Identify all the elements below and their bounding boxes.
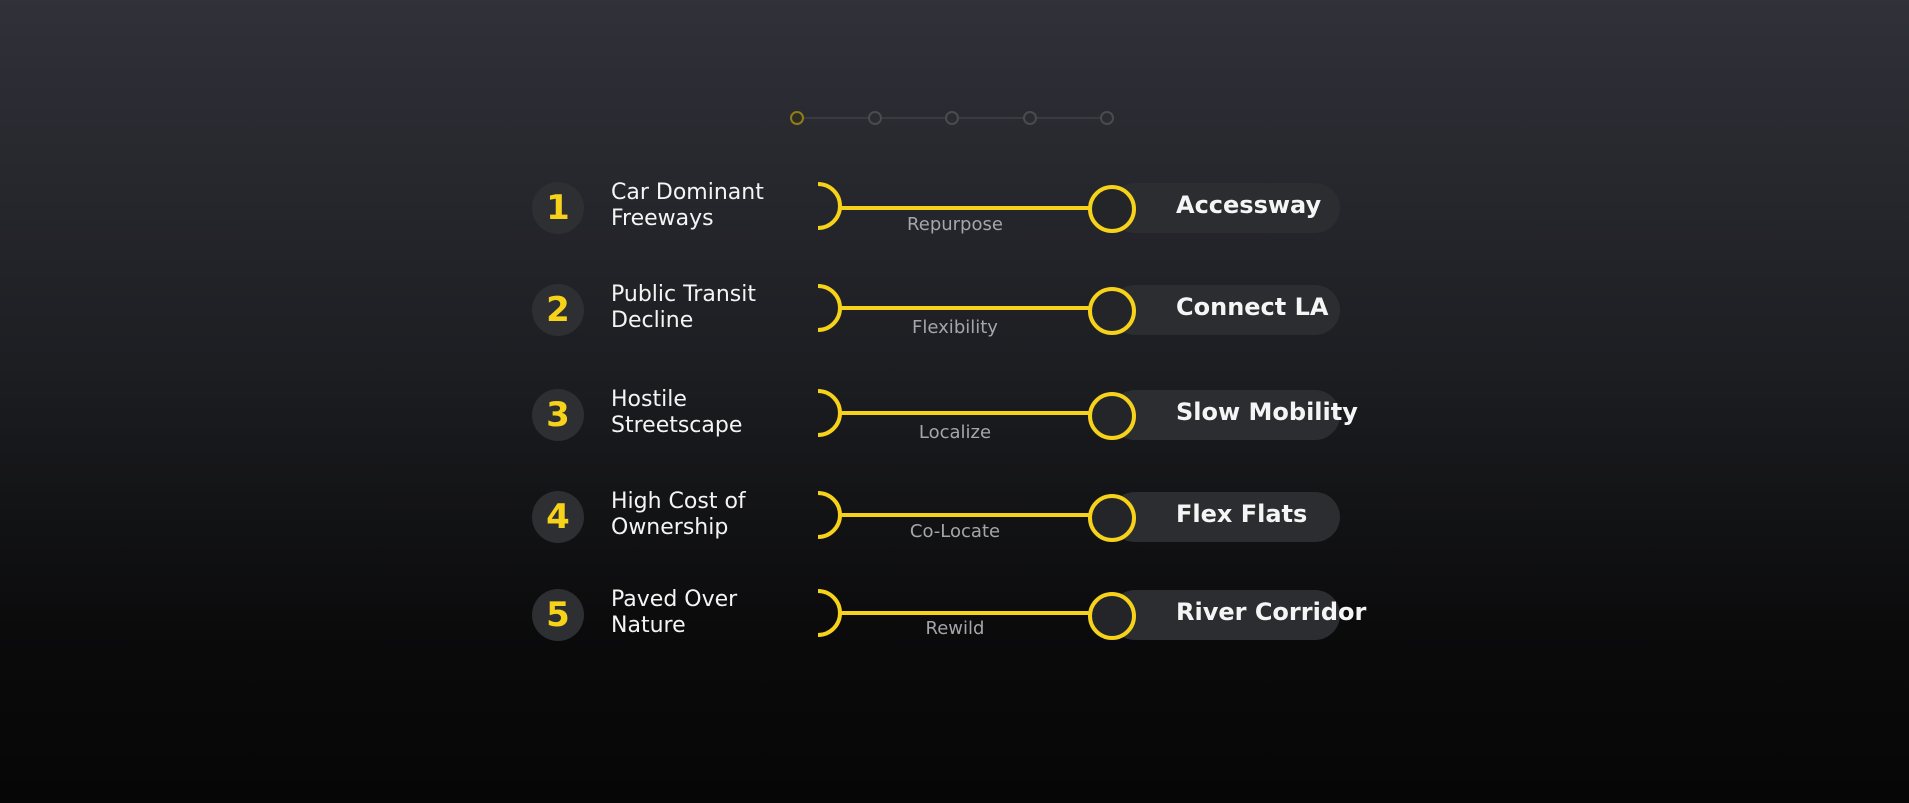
row-number-badge: 5 [532,589,584,641]
solution-pill [1110,492,1340,542]
mapping-row-1: 1 Car Dominant Freeways Repurpose Access… [530,178,1390,238]
problem-line-2: Freeways [611,206,714,231]
connector-line [817,389,1093,437]
problem-label: Hostile Streetscape [611,387,791,439]
solution-pill [1110,590,1340,640]
problem-line-1: Public Transit [611,282,756,307]
problem-line-1: Paved Over [611,587,738,612]
node-ring-icon [1088,185,1136,233]
transform-verb: Rewild [925,618,985,639]
transform-verb: Flexibility [912,317,998,338]
mapping-row-2: 2 Public Transit Decline Flexibility Con… [530,280,1390,340]
row-number: 4 [546,497,570,537]
progress-stepper [790,110,1120,126]
solution-label: River Corridor [1176,598,1367,626]
solution-pill [1110,390,1340,440]
step-dot-5[interactable] [1100,111,1114,125]
row-number-badge: 1 [532,182,584,234]
problem-line-2: Ownership [611,515,729,540]
connector-line [817,491,1093,539]
transform-verb: Localize [918,422,992,443]
solution-label: Connect LA [1176,293,1329,321]
row-number: 5 [546,595,570,635]
mapping-row-4: 4 High Cost of Ownership Co-Locate Flex … [530,487,1390,547]
connector-line [817,284,1093,332]
node-ring-icon [1088,287,1136,335]
solution-label: Flex Flats [1176,500,1308,528]
solution-label: Slow Mobility [1176,398,1358,426]
problem-line-2: Streetscape [611,413,743,438]
problem-line-1: Hostile [611,387,687,412]
step-dot-1[interactable] [790,111,804,125]
connector-line [817,182,1093,230]
step-dot-4[interactable] [1023,111,1037,125]
node-ring-icon [1088,592,1136,640]
row-number: 1 [546,188,570,228]
row-number-badge: 3 [532,389,584,441]
problem-label: Paved Over Nature [611,587,791,639]
problem-line-2: Decline [611,308,694,333]
mapping-row-3: 3 Hostile Streetscape Localize Slow Mobi… [530,385,1390,445]
transform-verb: Repurpose [907,214,1003,235]
problem-line-1: High Cost of [611,489,746,514]
problem-label: Public Transit Decline [611,282,791,334]
problem-line-2: Nature [611,613,686,638]
solution-pill [1110,285,1340,335]
problem-line-1: Car Dominant [611,180,764,205]
step-dot-3[interactable] [945,111,959,125]
node-ring-icon [1088,392,1136,440]
row-number-badge: 2 [532,284,584,336]
problem-label: Car Dominant Freeways [611,180,791,232]
solution-label: Accessway [1176,191,1322,219]
mapping-row-5: 5 Paved Over Nature Rewild River Corrido… [530,585,1390,645]
row-number-badge: 4 [532,491,584,543]
connector-line [817,589,1093,637]
row-number: 2 [546,290,570,330]
node-ring-icon [1088,494,1136,542]
solution-pill [1110,183,1340,233]
step-dot-2[interactable] [868,111,882,125]
row-number: 3 [546,395,570,435]
transform-verb: Co-Locate [909,521,1001,542]
problem-label: High Cost of Ownership [611,489,791,541]
